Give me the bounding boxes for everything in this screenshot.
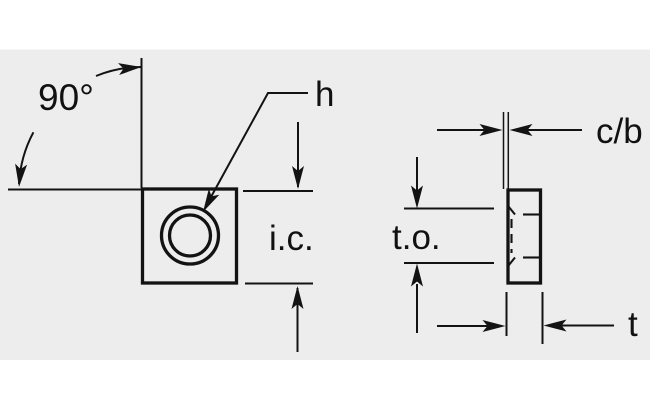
insert-side-outline <box>506 188 543 285</box>
ic-dimension: i.c. <box>243 122 314 352</box>
cb-left-arrowhead <box>479 124 503 136</box>
insert-square-outline <box>140 187 239 285</box>
hole-leader-arrowhead <box>203 188 220 212</box>
angle-arc-bottom-arrowhead <box>15 163 28 187</box>
ic-top-arrowhead <box>292 166 304 189</box>
front-view <box>140 187 239 285</box>
to-dimension: t.o. <box>392 157 494 333</box>
angle-label: 90° <box>38 77 94 118</box>
t-left-arrowhead <box>482 320 506 332</box>
hole-leader-line <box>204 92 308 208</box>
t-label: t <box>628 305 638 344</box>
countersink-hidden-line-top <box>507 205 516 216</box>
to-top-arrowhead <box>411 185 423 209</box>
hole-label: h <box>315 75 334 114</box>
hole-callout: h <box>203 75 334 212</box>
cb-dimension: c/b <box>437 112 643 151</box>
t-right-arrowhead <box>543 319 567 332</box>
hole-inner-circle <box>167 213 213 258</box>
corner-angle-annotation: 90° <box>8 58 143 191</box>
countersink-hidden-line-bottom <box>507 256 516 267</box>
cb-label: c/b <box>596 112 643 151</box>
side-view <box>502 112 543 285</box>
t-dimension: t <box>437 292 638 344</box>
to-label: t.o. <box>392 218 441 257</box>
ic-label: i.c. <box>269 219 314 258</box>
hole-outer-circle <box>159 205 221 266</box>
angle-arc-top-arrowhead <box>118 63 142 75</box>
ic-bottom-arrowhead <box>291 286 304 309</box>
to-bottom-arrowhead <box>411 263 423 287</box>
cb-right-arrowhead <box>509 124 533 136</box>
